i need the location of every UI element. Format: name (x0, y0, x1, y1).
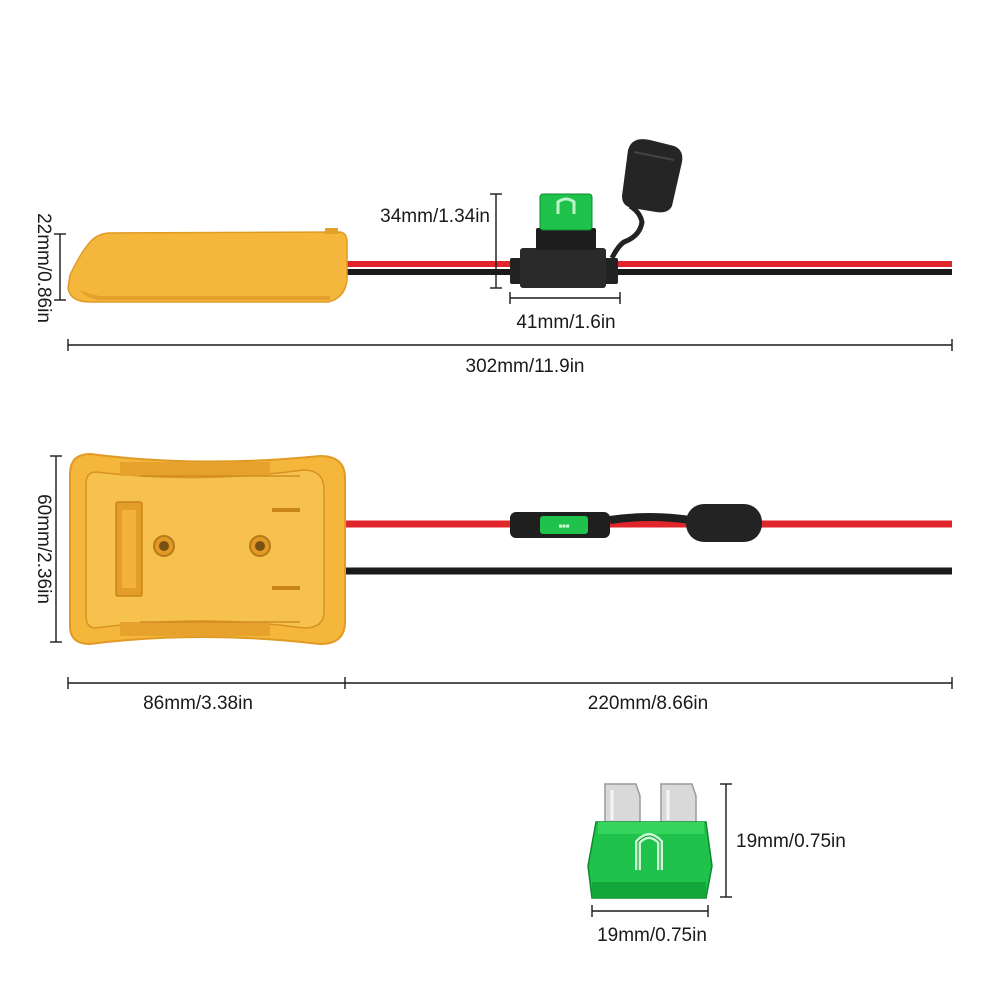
fuse-top-ridge (598, 822, 704, 834)
top-rail-top (120, 462, 270, 476)
side-adapter-shadow (80, 290, 330, 300)
fuse-detail: 19mm/0.75in 19mm/0.75in (587, 783, 846, 946)
dim-holder-length-label: 41mm/1.6in (516, 312, 615, 333)
side-cap-strap (609, 203, 645, 260)
top-fuse-marking: ■■■ (559, 524, 570, 530)
top-terminal-lower (272, 586, 300, 590)
top-fuse-holder: ■■■ (510, 504, 762, 542)
side-holder-body (520, 248, 606, 288)
side-holder-top (536, 228, 596, 250)
top-cap-strap (609, 513, 691, 524)
top-fuse-window (540, 516, 588, 534)
dim-side-height-label: 22mm/0.86in (33, 213, 54, 323)
side-fuse-holder (510, 139, 683, 288)
side-fuse-element (556, 197, 576, 214)
fuse-prong-left (604, 783, 641, 825)
fuse-bottom-band (592, 882, 706, 898)
top-view: ■■■ 60mm/2.36in 86mm/3.38in 220mm/8.66in (33, 452, 953, 714)
top-terminal-upper (272, 508, 300, 512)
dim-adapter-width-label: 60mm/2.36in (33, 494, 54, 604)
dim-total-length-label: 302mm/11.9in (466, 356, 585, 377)
dim-holder-height-label: 34mm/1.34in (380, 206, 490, 227)
dim-cable-length-label: 220mm/8.66in (588, 693, 708, 714)
fuse-element-outline (637, 835, 661, 870)
side-cap (622, 139, 683, 213)
side-adapter-body (67, 231, 348, 303)
top-cap (686, 504, 762, 542)
side-adapter-tab (325, 228, 338, 234)
side-fuse-green (539, 193, 593, 231)
dim-fuse-height-label: 19mm/0.75in (736, 831, 846, 852)
side-view: 22mm/0.86in 34mm/1.34in 41mm/1.6in 302mm… (33, 139, 953, 377)
side-holder-left (510, 258, 522, 284)
top-screw-hole-right-inner (255, 541, 265, 551)
dim-fuse-width-label: 19mm/0.75in (597, 925, 707, 946)
dim-adapter-length-label: 86mm/3.38in (143, 693, 253, 714)
side-holder-right (604, 258, 618, 284)
top-screw-hole-left-inner (159, 541, 169, 551)
fuse-prong-right (660, 783, 697, 825)
top-latch-inner (122, 510, 136, 588)
side-cap-highlight (633, 151, 675, 161)
top-rail-bottom (120, 622, 270, 636)
